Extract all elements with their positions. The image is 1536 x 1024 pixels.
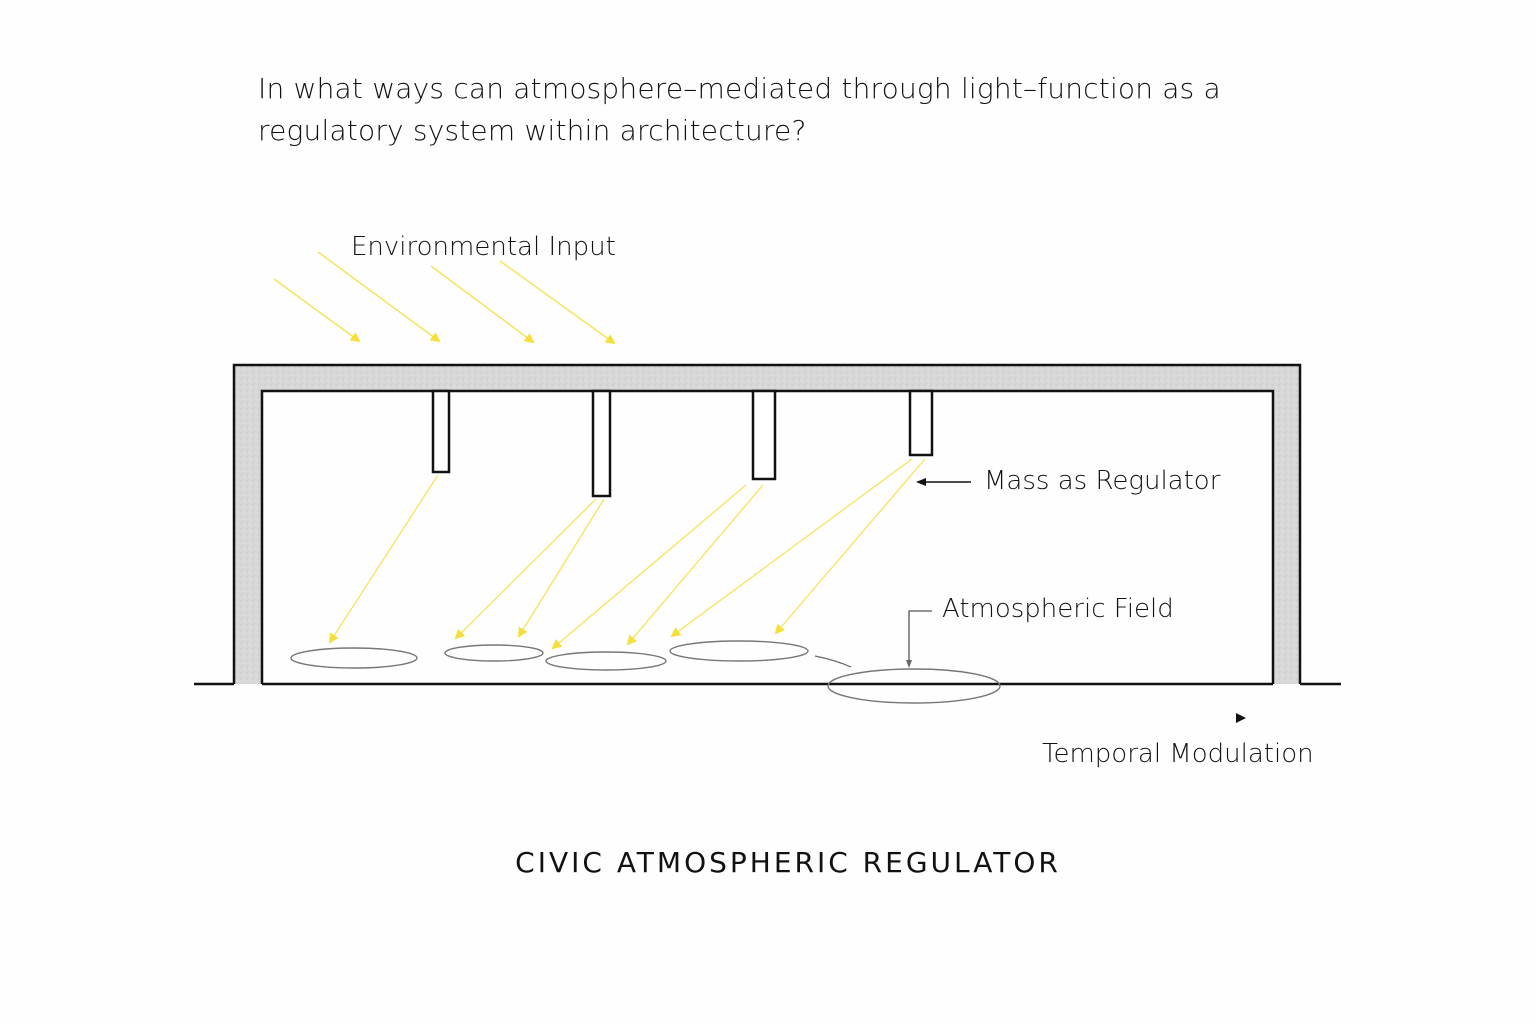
interior-ray (454, 498, 597, 640)
label-mass-as-regulator: Mass as Regulator (984, 466, 1221, 496)
incoming-ray (273, 278, 361, 343)
interior-ray (517, 498, 605, 638)
label-temporal-modulation: Temporal Modulation (1042, 739, 1314, 769)
atmospheric-pool (669, 640, 809, 662)
interior-ray (670, 458, 913, 638)
label-atmospheric-field: Atmospheric Field (942, 594, 1174, 624)
atmospheric-pool (444, 644, 544, 662)
incoming-ray (499, 260, 616, 345)
atmospheric-pools (290, 640, 1001, 704)
research-question: In what ways can atmosphere–mediated thr… (258, 68, 1258, 152)
temporal-arrowhead (1236, 713, 1246, 723)
label-environmental-input: Environmental Input (351, 232, 616, 262)
outer-wall-outline (232, 363, 1302, 684)
atmospheric-pool (545, 651, 667, 671)
interior-ray (551, 484, 747, 650)
atmospheric-pool (290, 647, 418, 669)
incoming-ray (430, 265, 535, 344)
diagram-title: CIVIC ATMOSPHERIC REGULATOR (515, 846, 1061, 879)
interior-ray (626, 484, 764, 646)
question-line-1: In what ways can atmosphere–mediated thr… (258, 72, 1221, 105)
interior-ray (328, 474, 439, 644)
light-baffle (908, 389, 934, 457)
field-connector (814, 655, 852, 668)
environmental-input-rays (273, 251, 616, 345)
atmospheric-field-pool (827, 668, 1001, 704)
incoming-ray (317, 251, 441, 343)
question-line-2: regulatory system within architecture? (258, 114, 807, 147)
light-baffle (591, 389, 612, 498)
light-baffle (431, 389, 451, 474)
interior-light-rays (328, 458, 926, 650)
light-baffles (431, 389, 934, 498)
interior-ray (774, 458, 926, 635)
light-baffle (751, 389, 777, 481)
atmospheric-field-leader (906, 610, 932, 668)
